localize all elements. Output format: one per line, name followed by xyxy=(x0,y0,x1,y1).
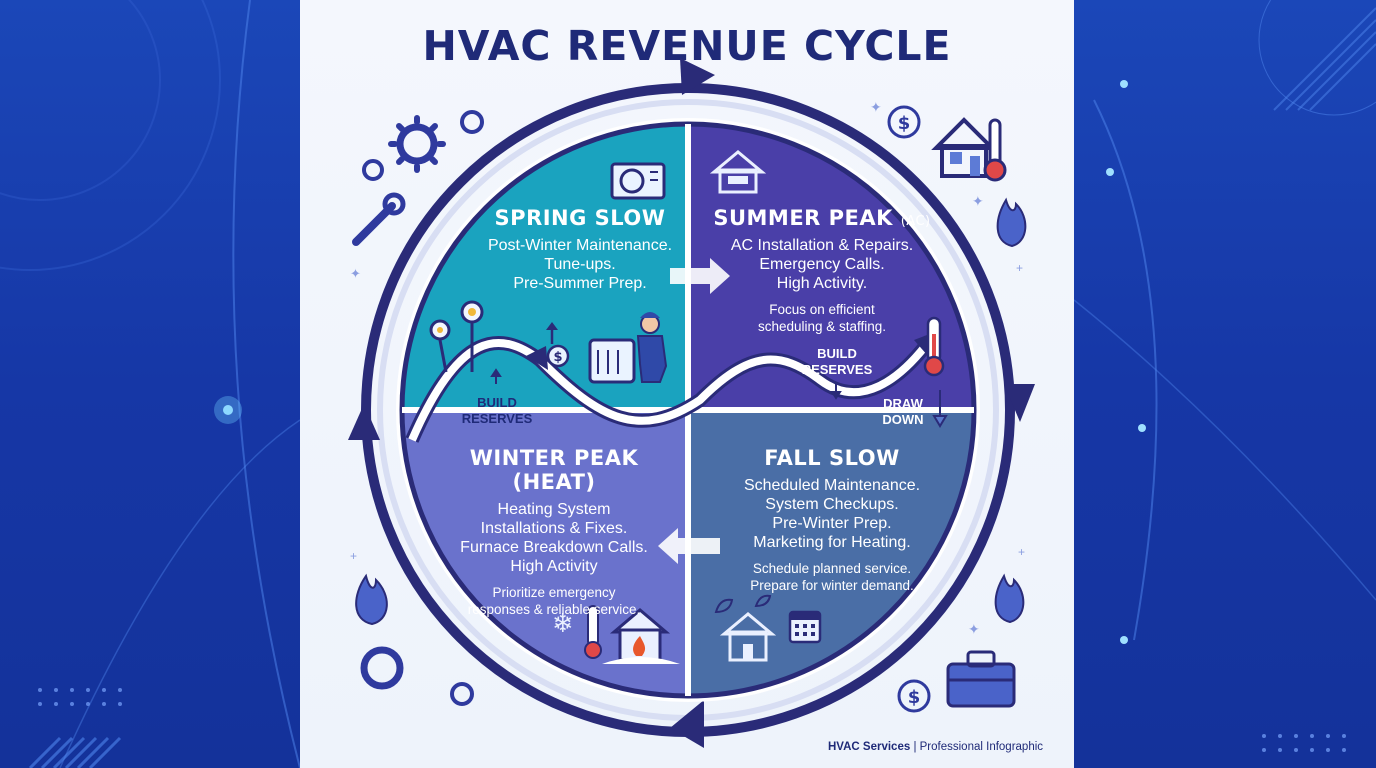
footer: HVAC Services | Professional Infographic xyxy=(828,741,1043,753)
fall-title: FALL SLOW xyxy=(764,446,900,470)
right-background xyxy=(1074,0,1376,768)
left-background xyxy=(0,0,300,768)
sparkle-icon: + xyxy=(1016,261,1023,275)
footer-brand: HVAC Services xyxy=(828,741,911,753)
label-line: BUILD xyxy=(477,395,517,410)
fall-note: Schedule planned service. xyxy=(752,561,912,576)
dollar-icon: $ xyxy=(887,105,921,139)
build-reserves-right-label: BUILD RESERVES xyxy=(792,346,882,378)
fall-line: Scheduled Maintenance. xyxy=(743,477,921,494)
build-reserves-left-label: BUILD RESERVES xyxy=(452,395,542,427)
flame-icon xyxy=(996,197,1027,248)
label-line: DOWN xyxy=(882,412,924,427)
thermometer-icon xyxy=(923,316,945,377)
cycle-arrow-top xyxy=(680,58,715,95)
winter-title: WINTER PEAK (HEAT) xyxy=(469,446,639,494)
svg-text:$: $ xyxy=(898,113,911,134)
snowflake-icon: ❄ xyxy=(552,608,574,638)
winter-line: High Activity xyxy=(510,558,598,575)
fall-quadrant-text: FALL SLOW Scheduled Maintenance. System … xyxy=(712,446,952,594)
flame-icon xyxy=(355,573,388,626)
svg-text:$: $ xyxy=(553,350,562,365)
summer-line: High Activity. xyxy=(776,275,868,292)
sparkle-icon: ✦ xyxy=(870,99,882,115)
calendar-icon xyxy=(788,610,822,644)
winter-quadrant-text: WINTER PEAK (HEAT) Heating System Instal… xyxy=(432,446,676,618)
fall-note: Prepare for winter demand. xyxy=(750,578,914,593)
house-icon xyxy=(709,150,767,194)
summer-line: AC Installation & Repairs. xyxy=(730,237,914,254)
cycle-arrow-bottom xyxy=(670,700,704,748)
fall-line: System Checkups. xyxy=(765,496,899,513)
fall-to-winter-arrow xyxy=(658,528,720,564)
winter-line: Furnace Breakdown Calls. xyxy=(460,539,648,556)
summer-title: SUMMER PEAK xyxy=(713,206,893,230)
spring-title: SPRING SLOW xyxy=(494,206,666,230)
gear-icon xyxy=(360,646,404,690)
sparkle-icon: ✦ xyxy=(972,193,984,209)
winter-note: Prioritize emergency xyxy=(492,585,616,600)
winter-note: responses & reliable service. xyxy=(467,602,641,617)
sparkle-icon: + xyxy=(1018,545,1025,559)
spring-line: Post-Winter Maintenance. xyxy=(487,237,673,254)
sparkle-icon: ✦ xyxy=(968,621,980,637)
revenue-cycle-diagram: $ ✦ ✦ + ✦ $ xyxy=(348,58,1035,748)
fall-line: Marketing for Heating. xyxy=(753,534,911,551)
winter-line: Heating System xyxy=(497,501,611,518)
technician-icon xyxy=(588,312,668,384)
house-icon xyxy=(719,612,777,662)
dollar-icon: $ xyxy=(546,322,570,368)
sparkle-icon: ✦ xyxy=(350,266,361,281)
reserve-arrows xyxy=(490,368,948,428)
left-background-decoration xyxy=(0,0,300,768)
cycle-arrow-left xyxy=(348,404,380,440)
summer-note: Focus on efficient xyxy=(769,302,875,317)
spring-line: Tune-ups. xyxy=(544,256,616,273)
label-line: RESERVES xyxy=(461,411,533,426)
gear-icon xyxy=(388,115,446,173)
label-line: BUILD xyxy=(817,346,857,361)
cycle-arrow-right xyxy=(1004,384,1035,422)
air-conditioner-icon xyxy=(610,162,666,200)
thermometer-icon xyxy=(584,605,602,659)
summer-quadrant-text: SUMMER PEAK (AC) AC Installation & Repai… xyxy=(702,206,942,335)
revenue-wave xyxy=(408,337,934,442)
sparkle-icon: + xyxy=(350,549,357,563)
summer-line: Emergency Calls. xyxy=(759,256,885,273)
house-thermometer-icon xyxy=(931,117,1007,182)
leaf-icon xyxy=(714,594,772,614)
winter-line: Installations & Fixes. xyxy=(480,520,628,537)
gear-icon xyxy=(450,682,474,706)
house-icon xyxy=(602,608,680,664)
gear-icon xyxy=(362,110,484,181)
svg-text:$: $ xyxy=(908,687,921,708)
spring-to-summer-arrow xyxy=(670,258,730,294)
footer-tagline: Professional Infographic xyxy=(919,741,1044,753)
toolbox-icon xyxy=(946,650,1016,708)
footer-separator: | xyxy=(910,741,920,753)
wrench-icon xyxy=(352,192,406,246)
fall-line: Pre-Winter Prep. xyxy=(772,515,892,532)
spring-quadrant-text: SPRING SLOW Post-Winter Maintenance. Tun… xyxy=(460,206,700,293)
draw-down-label: DRAW DOWN xyxy=(866,396,940,428)
spring-line: Pre-Summer Prep. xyxy=(513,275,647,292)
label-line: RESERVES xyxy=(801,362,873,377)
summer-title-suffix: (AC) xyxy=(900,214,931,229)
label-line: DRAW xyxy=(883,396,923,411)
flower-icon xyxy=(429,300,484,373)
summer-note: scheduling & staffing. xyxy=(757,319,887,334)
flame-icon xyxy=(994,573,1025,624)
right-background-decoration xyxy=(1074,0,1376,752)
dollar-icon: $ xyxy=(897,679,931,713)
